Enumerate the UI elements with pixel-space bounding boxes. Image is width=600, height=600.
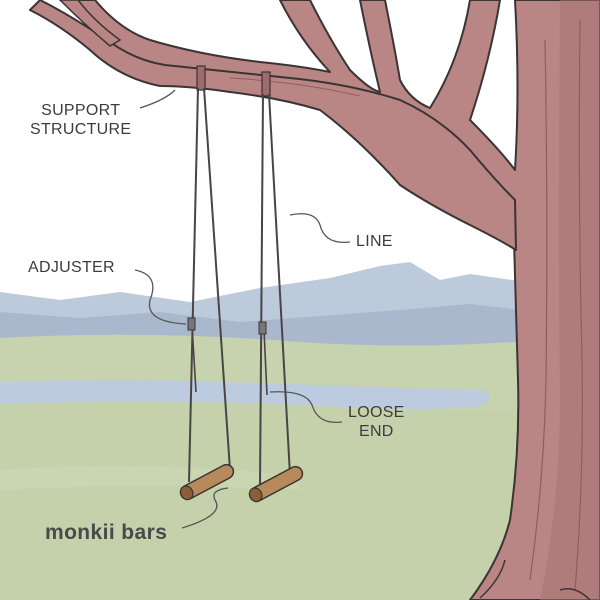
- loose-end-left: [191, 324, 197, 393]
- rope-left-outer: [188, 87, 199, 483]
- label-loose-line-2: END: [358, 423, 394, 440]
- rope-left-inner: [203, 87, 231, 471]
- label-loose-end: LOOSE END: [348, 403, 405, 441]
- leader-adjuster: [134, 269, 187, 325]
- label-line: LINE: [356, 232, 393, 251]
- label-support-line-1: SUPPORT: [41, 102, 121, 119]
- adjuster-left: [187, 317, 196, 331]
- branch-upper-left: [58, 0, 122, 47]
- brand-logo-text: monkii bars: [45, 521, 168, 544]
- support-branch: [29, 0, 517, 251]
- label-line-text: LINE: [356, 233, 393, 250]
- bark-shading: [540, 0, 600, 600]
- rope-right-inner: [268, 93, 291, 476]
- support-strap-left: [196, 65, 206, 91]
- handle-right: [248, 465, 304, 503]
- leader-line: [289, 213, 351, 244]
- support-strap-right: [261, 71, 271, 97]
- label-loose-line-1: LOOSE: [348, 404, 405, 421]
- label-support-line-2: STRUCTURE: [30, 121, 132, 138]
- rope-right-outer: [259, 93, 264, 487]
- handle-left: [179, 463, 235, 501]
- bark-line-1: [529, 39, 548, 581]
- adjuster-right: [258, 321, 267, 335]
- grass-foreground: [0, 401, 540, 600]
- bark-line-2: [574, 19, 583, 591]
- loose-end-right: [263, 329, 268, 396]
- leader-support: [139, 89, 176, 109]
- lake: [0, 380, 490, 409]
- tree-roots: [479, 559, 591, 600]
- leader-loose-end: [269, 391, 343, 424]
- leader-brand: [181, 487, 229, 529]
- label-adjuster-text: ADJUSTER: [28, 259, 115, 276]
- label-support-structure: SUPPORT STRUCTURE: [30, 101, 131, 139]
- label-adjuster: ADJUSTER: [28, 258, 115, 277]
- bark-line-3: [229, 77, 361, 97]
